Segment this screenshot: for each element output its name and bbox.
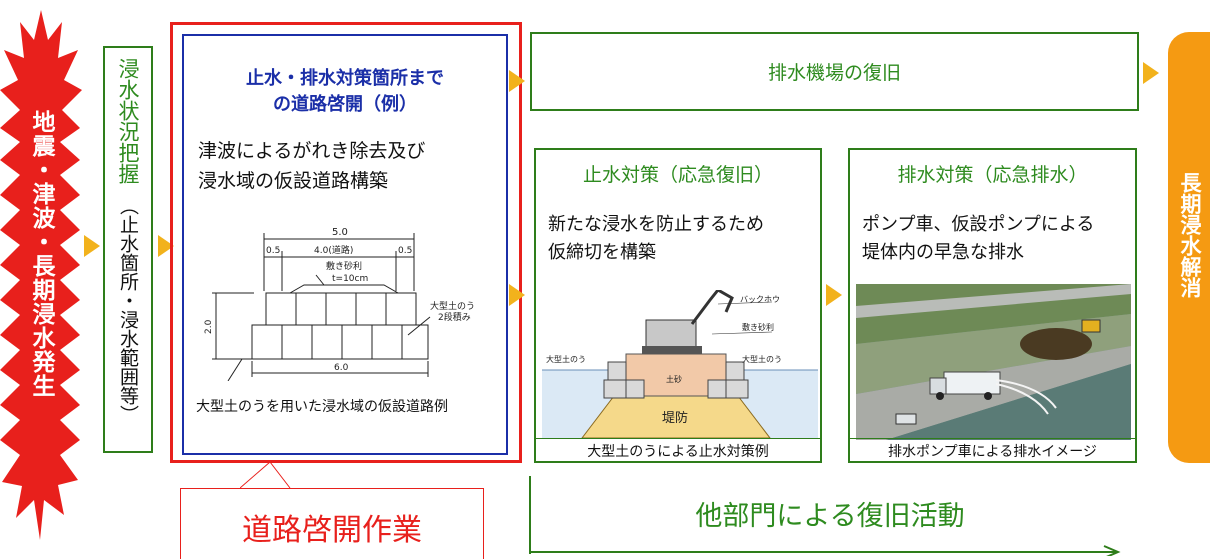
waterstop-diagram: バックホウ 敷き砂利 大型土のう 大型土のう 土砂 堤防 [542, 290, 818, 438]
height-label: 2.0 [204, 319, 214, 334]
road-outer-frame [170, 22, 522, 463]
end-box: 長期浸水解消 [1168, 32, 1210, 463]
dim-right: 0.5 [398, 246, 412, 256]
drainage-desc-line2: 堤体内の早急な排水 [862, 242, 1024, 263]
soil-label: 土砂 [666, 374, 682, 384]
road-desc-line2: 浸水域の仮設道路構築 [198, 170, 389, 192]
road-caption: 大型土のうを用いた浸水域の仮設道路例 [196, 399, 448, 415]
bag-label-1: 大型土のう [430, 300, 475, 312]
pump-station-title: 排水機場の復旧 [767, 62, 901, 84]
dim-road: 4.0(道路) [314, 244, 353, 256]
survey-sub: （止水箇所・浸水範囲等） [117, 196, 139, 424]
road-inner-frame: 止水・排水対策箇所まで の道路啓開（例） 津波によるがれき除去及び 浸水域の仮設… [182, 34, 508, 455]
start-burst: 地震・津波・長期浸水発生 [0, 10, 82, 540]
road-heading-line1: 止水・排水対策箇所まで [246, 68, 444, 89]
dim-total: 5.0 [332, 227, 348, 238]
gravel-label: 敷き砂利 [326, 260, 362, 272]
drainage-desc-line1: ポンプ車、仮設ポンプによる [862, 214, 1095, 235]
burst-shape [0, 10, 82, 540]
start-label: 地震・津波・長期浸水発生 [28, 110, 54, 398]
waterstop-title: 止水対策（応急復旧） [582, 164, 773, 186]
drainage-caption-bar [850, 438, 1135, 461]
other-label: 他部門による復旧活動 [695, 501, 965, 532]
backhoe-label: バックホウ [740, 295, 780, 304]
road-footer-pointer [240, 462, 291, 489]
drainage-photo [856, 284, 1131, 440]
other-timeline [529, 476, 1121, 556]
dim-left: 0.5 [266, 246, 280, 256]
drainage-title: 排水対策（応急排水） [897, 164, 1088, 186]
survey-box: 浸水状況把握 （止水箇所・浸水範囲等） [103, 46, 153, 453]
waterstop-caption-bar [536, 438, 820, 461]
drainage-caption: 排水ポンプ車による排水イメージ [888, 444, 1097, 460]
arrow-road-pump [509, 70, 525, 92]
waterstop-desc-line1: 新たな浸水を防止するため [548, 214, 764, 235]
arrow-pump-end [1143, 62, 1159, 84]
road-footer-box: 道路啓開作業 [180, 488, 484, 559]
road-cross-section: 5.0 0.5 4.0(道路) 0.5 敷き砂利 t=10cm 2.0 大型土の… [204, 227, 475, 381]
bag-right-label: 大型土のう [742, 354, 782, 364]
waterstop-box: 止水対策（応急復旧） 新たな浸水を防止するため 仮締切を構築 バックホウ 敷き砂… [534, 148, 822, 463]
pump-station-box: 排水機場の復旧 [530, 32, 1139, 111]
drainage-box: 排水対策（応急排水） ポンプ車、仮設ポンプによる 堤体内の早急な排水 [848, 148, 1137, 463]
road-desc-line1: 津波によるがれき除去及び [198, 140, 426, 162]
gravel-label-2: 敷き砂利 [742, 322, 774, 332]
bag-label-2: 2段積み [438, 311, 471, 323]
base-width: 6.0 [334, 363, 349, 373]
levee-label: 堤防 [662, 410, 688, 426]
road-heading-line2: の道路啓開（例） [273, 94, 417, 115]
waterstop-caption: 大型土のうによる止水対策例 [587, 444, 769, 460]
gravel-thickness: t=10cm [332, 274, 368, 284]
waterstop-desc-line2: 仮締切を構築 [548, 242, 656, 263]
arrow-waterstop-drainage [826, 284, 842, 306]
arrow-road-waterstop [509, 284, 525, 306]
road-footer-label: 道路啓開作業 [242, 513, 422, 548]
survey-title: 浸水状況把握 [116, 58, 140, 184]
bag-left-label: 大型土のう [546, 354, 586, 364]
arrow-start-survey [84, 235, 100, 257]
end-label: 長期浸水解消 [1178, 172, 1202, 298]
